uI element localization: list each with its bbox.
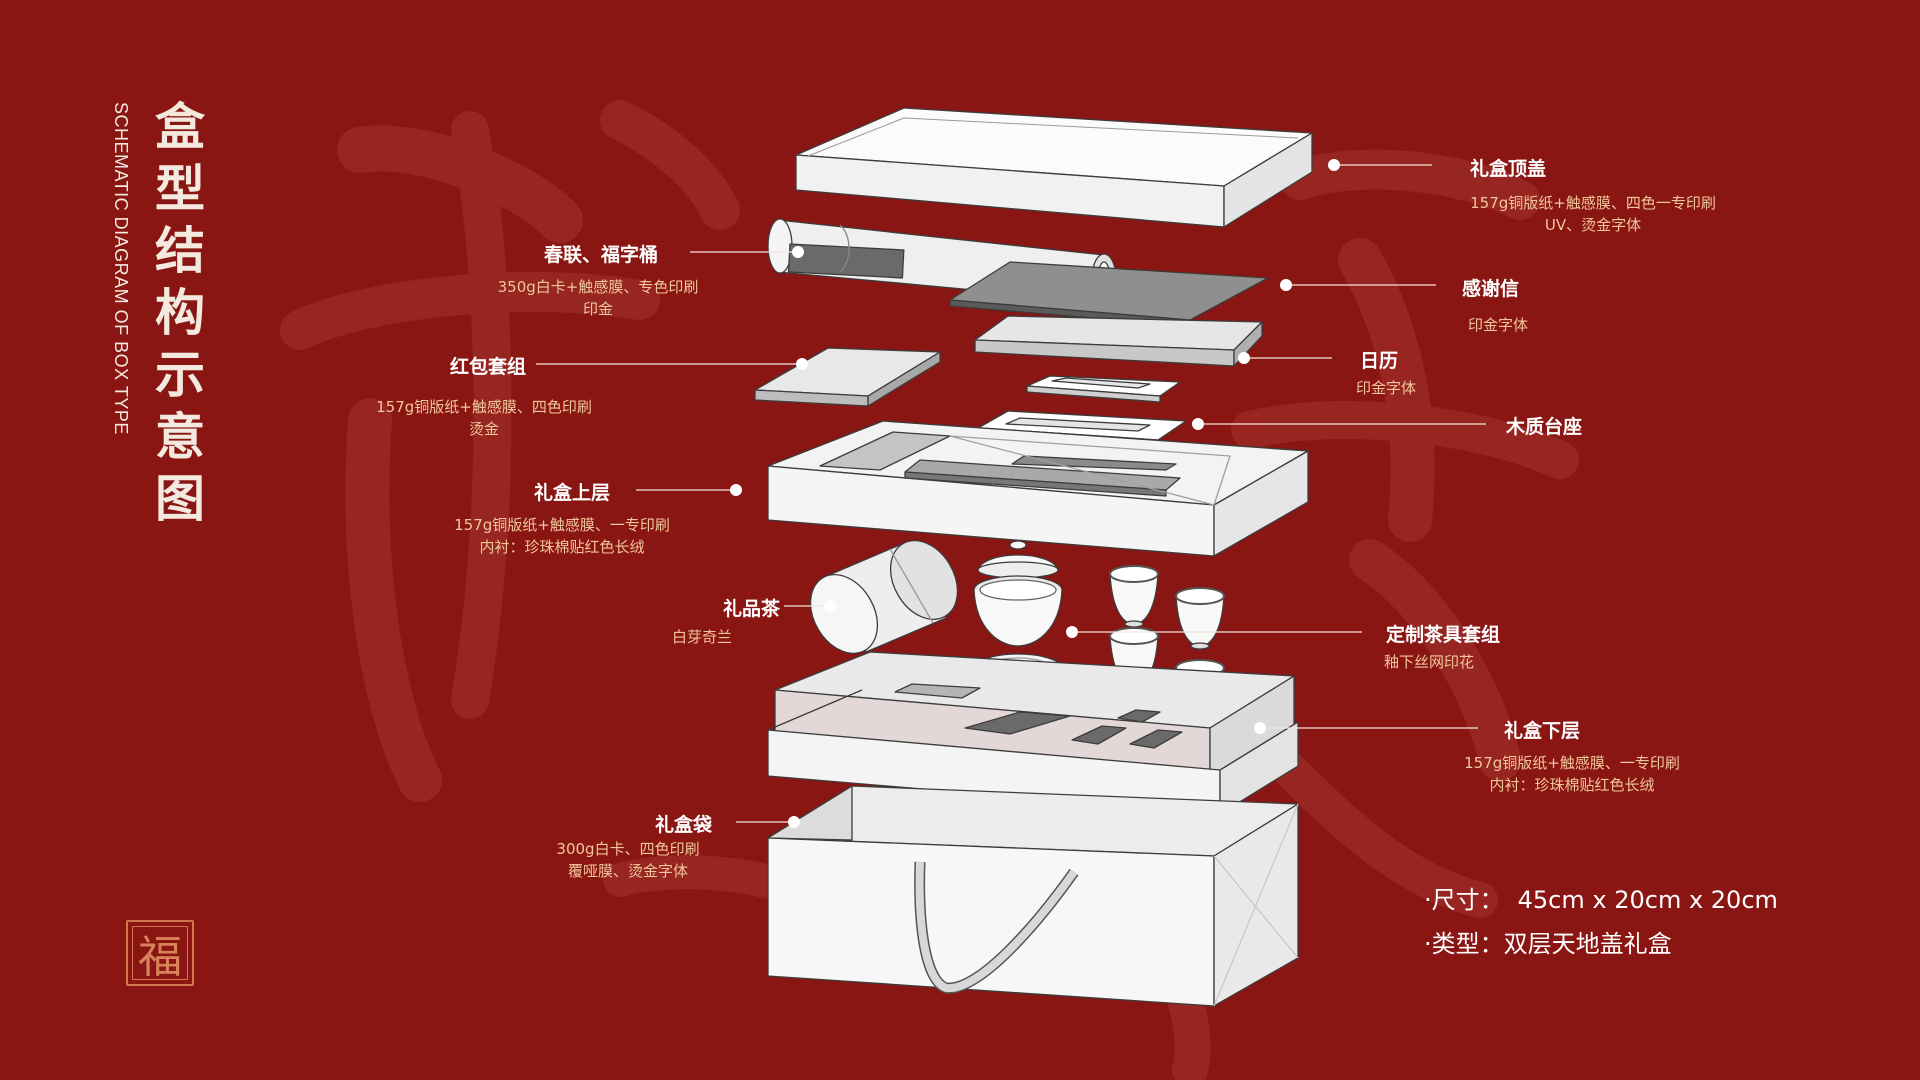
fu-seal-icon: 福 (126, 920, 194, 986)
label-upper-desc-2: 内衬：珍珠棉贴红色长绒 (479, 538, 645, 556)
spec-size-value: 45cm x 20cm x 20cm (1517, 886, 1778, 914)
label-envelope: 红包套组 (346, 352, 526, 379)
label-upper-title: 礼盒上层 (533, 482, 610, 504)
spec-type-label: ·类型： (1424, 930, 1504, 958)
spec-type-value: 双层天地盖礼盒 (1503, 930, 1672, 958)
label-letter-title: 感谢信 (1462, 278, 1520, 300)
label-bag-desc: 300g白卡、四色印刷 覆哑膜、烫金字体 (528, 838, 728, 882)
label-tea-title: 礼品茶 (722, 598, 780, 620)
label-calendar-desc: 印金字体 (1356, 377, 1416, 399)
label-couplet-desc-1: 350g白卡+触感膜、专色印刷 (497, 278, 699, 296)
label-calendar: 日历 (1360, 346, 1398, 373)
label-bag-title: 礼盒袋 (654, 814, 712, 836)
label-letter-desc-1: 印金字体 (1468, 316, 1529, 334)
gift-bag-part (767, 785, 1299, 1007)
label-tea-desc-1: 白芽奇兰 (671, 628, 732, 646)
label-lower-desc-1: 157g铜版纸+触感膜、一专印刷 (1464, 754, 1680, 772)
label-teaset-desc-1: 釉下丝网印花 (1384, 653, 1475, 671)
lower-tray-part (767, 651, 1299, 823)
label-tea: 礼品茶 (600, 594, 780, 621)
label-lid-desc-1: 157g铜版纸+触感膜、四色一专印刷 (1470, 194, 1716, 212)
page-title: 盒型结构示意图 (155, 97, 205, 528)
label-lid-desc: 157g铜版纸+触感膜、四色一专印刷 UV、烫金字体 (1458, 192, 1728, 236)
label-upper-desc: 157g铜版纸+触感膜、一专印刷 内衬：珍珠棉贴红色长绒 (432, 514, 692, 558)
spec-type: ·类型：双层天地盖礼盒 (1424, 924, 1672, 959)
label-tea-desc: 白芽奇兰 (652, 626, 752, 648)
label-calendar-title: 日历 (1360, 350, 1399, 372)
calendar-part (974, 315, 1263, 367)
label-calendar-desc-1: 印金字体 (1356, 379, 1417, 397)
label-lid-title: 礼盒顶盖 (1470, 158, 1547, 180)
label-lower-desc: 157g铜版纸+触感膜、一专印刷 内衬：珍珠棉贴红色长绒 (1442, 752, 1702, 796)
label-upper-desc-1: 157g铜版纸+触感膜、一专印刷 (454, 516, 670, 534)
label-bag: 礼盒袋 (532, 810, 712, 837)
label-lower: 礼盒下层 (1504, 716, 1580, 743)
label-envelope-desc: 157g铜版纸+触感膜、四色印刷 烫金 (354, 396, 614, 440)
label-letter-desc: 印金字体 (1468, 314, 1528, 336)
label-lower-desc-2: 内衬：珍珠棉贴红色长绒 (1489, 776, 1655, 794)
letter-part (949, 261, 1269, 327)
label-stand-title: 木质台座 (1506, 416, 1583, 438)
wooden-stand-part (977, 375, 1187, 448)
label-envelope-desc-2: 烫金 (468, 420, 499, 438)
envelope-part (754, 347, 941, 407)
label-couplet: 春联、福字桶 (478, 240, 658, 267)
label-lid: 礼盒顶盖 (1470, 154, 1546, 181)
label-couplet-desc-2: 印金 (582, 300, 613, 318)
spec-size: ·尺寸： 45cm x 20cm x 20cm (1424, 880, 1778, 915)
label-couplet-desc: 350g白卡+触感膜、专色印刷 印金 (468, 276, 728, 320)
label-teaset-desc: 釉下丝网印花 (1384, 651, 1474, 673)
upper-tray-part (767, 420, 1309, 557)
label-lid-desc-2: UV、烫金字体 (1544, 216, 1642, 234)
tea-canister-part (809, 540, 959, 654)
label-stand: 木质台座 (1506, 412, 1582, 439)
lid-part (795, 107, 1313, 228)
page-subtitle: SCHEMATIC DIAGRAM OF BOX TYPE (111, 102, 131, 435)
seal-char: 福 (138, 932, 182, 983)
label-bag-desc-1: 300g白卡、四色印刷 (556, 840, 700, 858)
spec-size-label: ·尺寸： (1424, 886, 1504, 914)
label-letter: 感谢信 (1462, 274, 1519, 301)
label-bag-desc-2: 覆哑膜、烫金字体 (567, 862, 688, 880)
label-teaset: 定制茶具套组 (1386, 620, 1500, 647)
label-upper: 礼盒上层 (430, 478, 610, 505)
label-envelope-desc-1: 157g铜版纸+触感膜、四色印刷 (376, 398, 592, 416)
label-couplet-title: 春联、福字桶 (543, 244, 658, 266)
label-envelope-title: 红包套组 (449, 356, 526, 378)
label-teaset-title: 定制茶具套组 (1386, 624, 1501, 646)
label-lower-title: 礼盒下层 (1504, 720, 1581, 742)
